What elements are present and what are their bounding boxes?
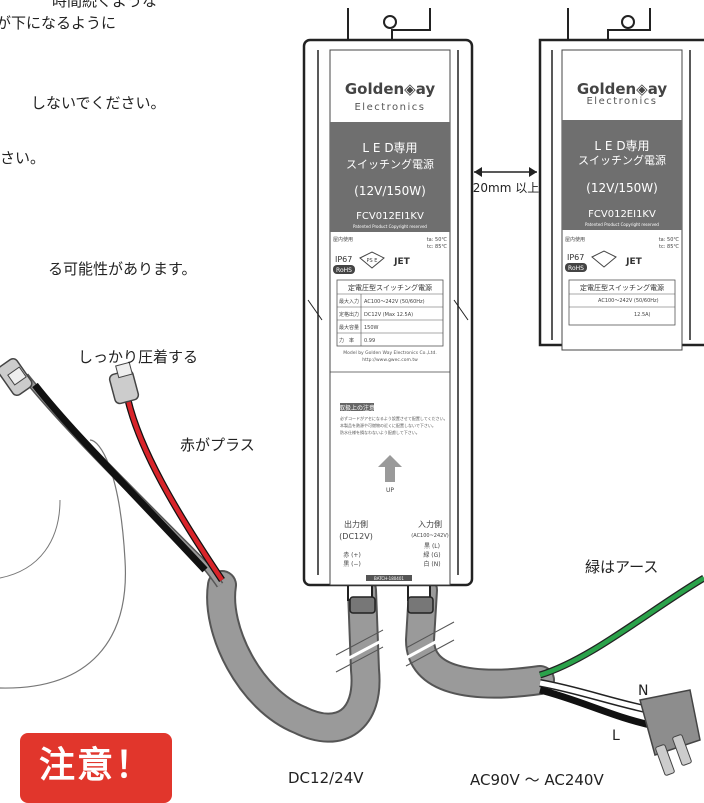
crimp-label: しっかり圧着する [78,348,199,366]
main-brand-sub: Electronics [354,102,425,113]
gap-indicator: 20mm 以上 [473,167,539,195]
side-rating: (12V/150W) [586,181,658,195]
main-title-1: L E D専用 [362,141,417,155]
main-up: UP [386,487,394,494]
spec-key-1: 定格出力 [339,311,359,318]
live-wire [539,686,656,730]
side-brand-sub: Electronics [586,96,657,107]
side-spec-title: 定電圧型スイッチング電源 [580,283,664,292]
main-out-label: 出力側 [344,519,368,529]
spec-val-2: 150W [364,325,379,331]
ac-plug [639,689,701,776]
thin-wire [0,439,127,689]
main-patent: Patented Product Copyright reserved [353,224,427,229]
spec-key-2: 最大容量 [339,324,359,331]
side-title-1: L E D専用 [594,139,649,153]
main-in-sub: (AC100~242V) [411,533,448,539]
red-wire [124,399,225,582]
main-caution-1: 必ずコードがアセになるよう設置させて配置してください。 [340,415,448,421]
dc-voltage-label: DC12/24V [288,769,364,787]
main-spec-title: 定電圧型スイッチング電源 [348,283,432,292]
main-env-right1: ta: 50℃ [427,237,448,243]
spec-key-3: 力 率 [339,337,354,344]
side-env-right1: ta: 50℃ [659,237,680,243]
side-jet: JET [625,257,642,267]
main-rohs: RoHS [336,267,352,274]
ac-voltage-label: AC90V ～ AC240V [470,771,604,789]
main-out-sub: (DC12V) [339,532,373,541]
main-maker: Model by Golden Way Electronics Co.,Ltd. [343,350,437,356]
main-in-black: 黒 (L) [424,543,440,550]
crimp-connector-left [0,357,33,397]
main-jet: JET [393,257,410,267]
psu-side: Golden◈ay Electronics L E D専用 スイッチング電源 (… [538,8,704,351]
side-brand: Golden◈ay [577,80,668,98]
main-env-right2: tc: 85℃ [427,244,447,250]
spec-val-3: 0.99 [364,338,375,344]
side-ip: IP67 [567,253,584,262]
main-rating: (12V/150W) [354,184,426,198]
side-spec-v1: AC100～242V (50/60Hz) [598,298,659,304]
neutral-label: N [638,683,649,699]
note-line-3: しないでください。 [31,94,166,112]
note-line-1: 時間続くような [52,0,158,10]
note-line-2: が下になるように [0,14,117,32]
spec-val-1: DC12V (Max 12.5A) [364,312,413,318]
side-model: FCV012EI1KV [588,209,656,220]
main-ip: IP67 [335,255,352,264]
main-url: http://www.gwec.com.tw [362,357,418,363]
spec-key-0: 最大入力 [339,298,359,305]
main-in-green: 緑 (G) [423,551,440,559]
earth-label: 緑はアース [585,558,659,576]
main-out-black: 黒 (−) [343,561,361,568]
main-in-label: 入力側 [418,519,442,529]
black-wire [32,382,208,573]
main-in-white: 白 (N) [423,560,440,568]
red-plus-label: 赤がプラス [180,436,255,454]
side-env-left: 屋内使用 [565,236,585,243]
main-brand: Golden◈ay [345,80,436,98]
main-caution-3: 防水仕様を損なわないよう配慮して下さい。 [340,429,420,435]
side-title-2: スイッチング電源 [578,153,666,167]
warning-banner: 注意！ [20,733,172,803]
gap-label: 20mm 以上 [473,181,539,195]
side-spec-v2: 12.5A) [634,312,651,318]
spec-val-0: AC100～242V (50/60Hz) [364,299,425,305]
up-arrow-icon [378,455,402,482]
side-rohs: RoHS [568,265,584,272]
main-serial: BATCH-180401 [374,576,404,581]
main-out-red: 赤 (+) [343,552,361,559]
main-title-2: スイッチング電源 [346,157,434,171]
crimp-connector-right [108,361,140,405]
side-patent: Patented Product Copyright reserved [585,222,659,227]
main-model: FCV012EI1KV [356,211,424,222]
main-env-left: 屋内使用 [333,236,353,243]
main-caution-title: 取扱上の注意 [339,404,375,412]
side-env-right2: tc: 85℃ [659,244,679,250]
main-caution-2: 本製品を熱源や可燃物の近くに配置しないで下さい。 [340,422,436,428]
main-pse: PS E [367,258,378,264]
live-label: L [612,728,620,744]
psu-main: Golden◈ay Electronics L E D専用 スイッチング電源 (… [302,8,474,614]
note-line-4: さい。 [0,149,46,167]
note-line-5: る可能性があります。 [48,260,197,278]
